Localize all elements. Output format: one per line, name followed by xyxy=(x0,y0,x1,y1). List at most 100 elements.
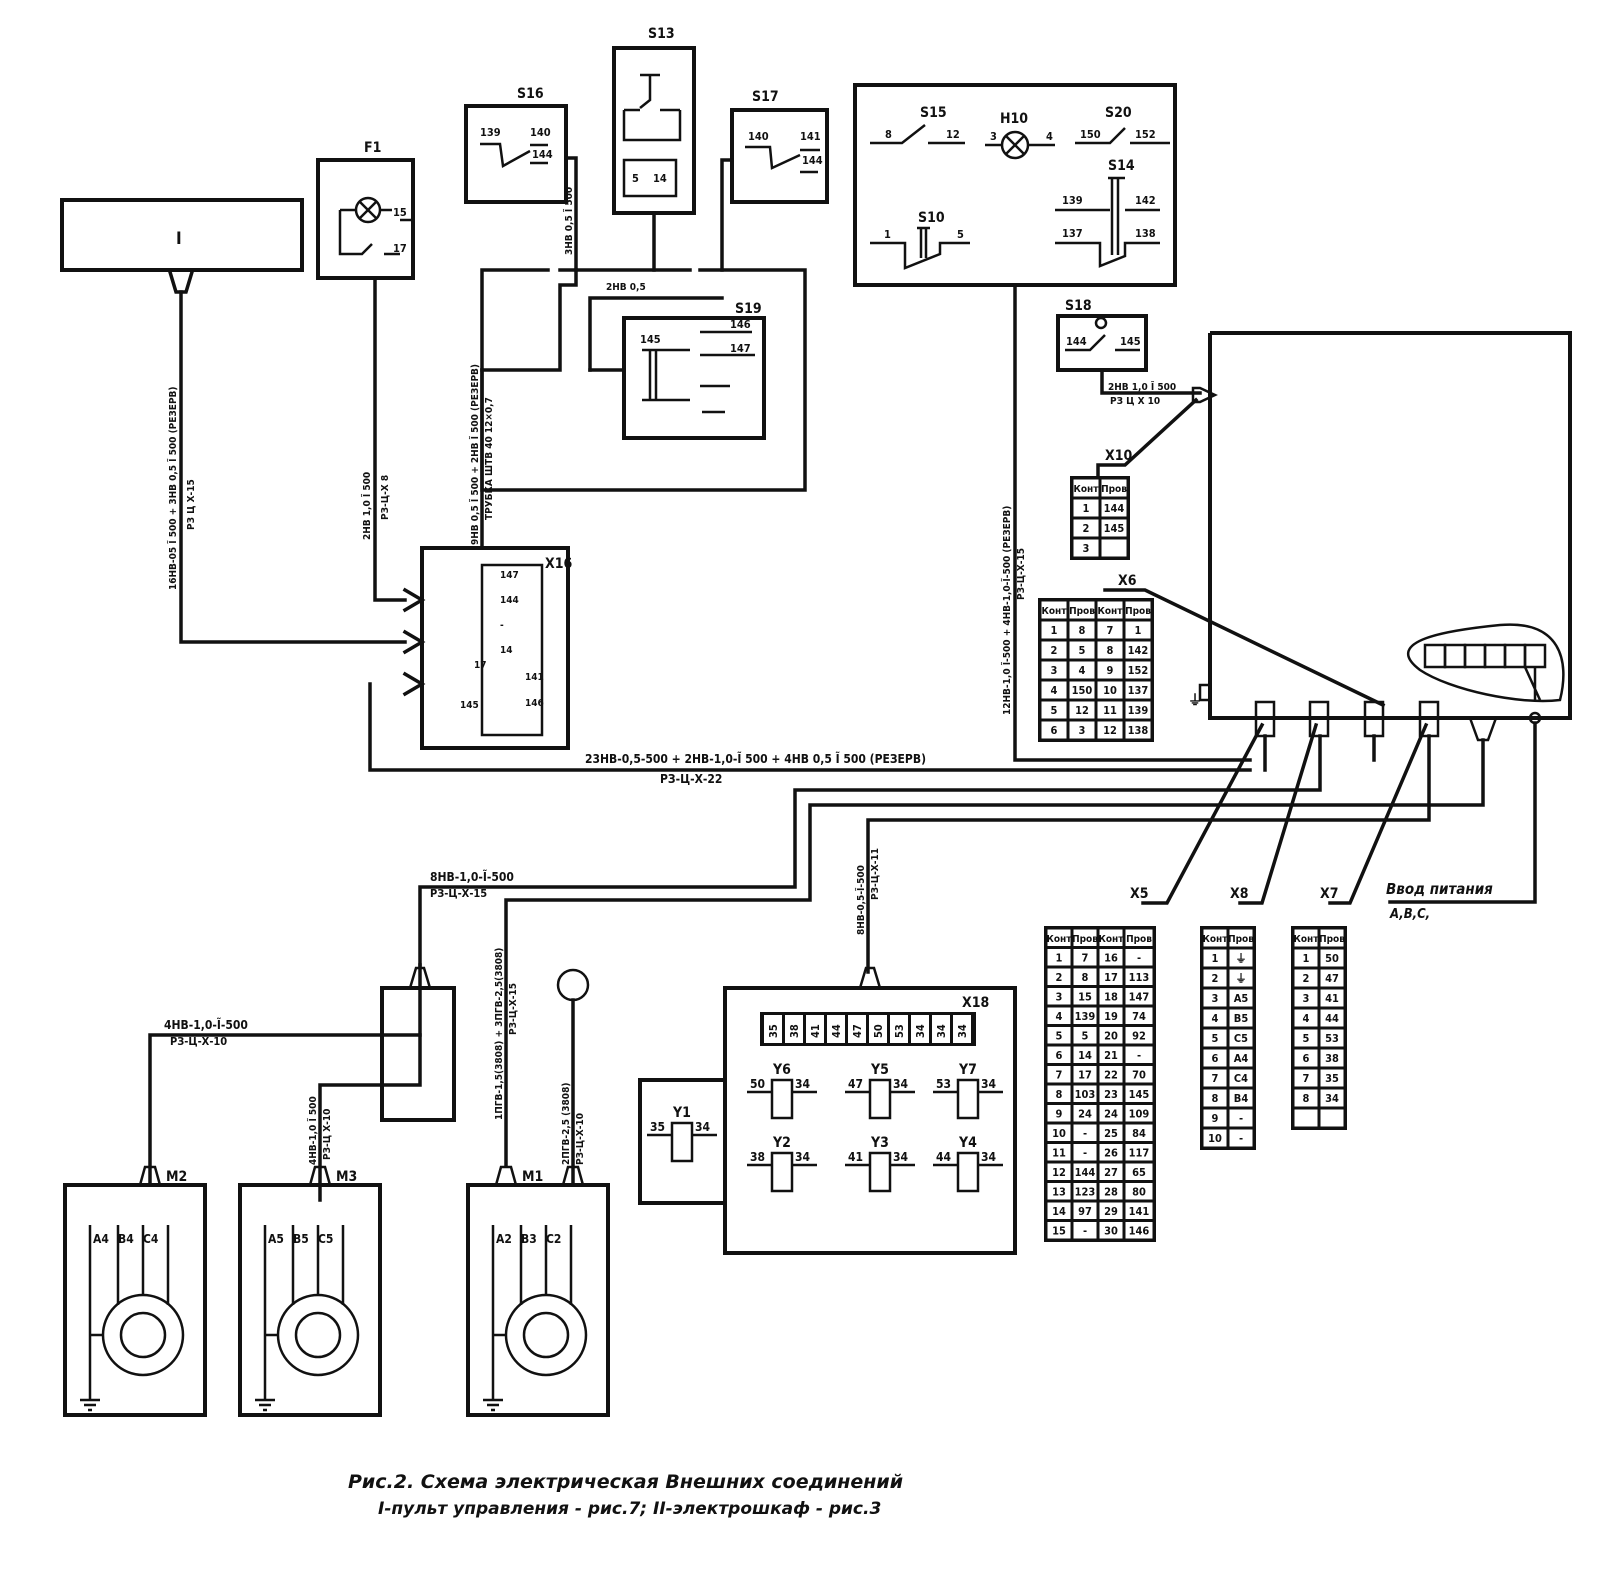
x5-label: X5 xyxy=(1130,886,1148,902)
table-cell-value: 14 xyxy=(1052,1205,1066,1218)
table-cell xyxy=(1073,1144,1097,1161)
s16-box xyxy=(464,104,568,204)
table-cell-value: 10 xyxy=(1052,1127,1066,1140)
table-cell xyxy=(1294,1109,1318,1127)
table-cell xyxy=(1073,499,1099,517)
x16-box xyxy=(420,546,570,750)
table-header: Пров xyxy=(1126,934,1152,945)
table-cell-value: 1 xyxy=(1056,951,1063,964)
h10-terminal: 4 xyxy=(1046,130,1053,143)
table-cell-value: 152 xyxy=(1128,664,1149,677)
s19-harness xyxy=(480,268,578,372)
table-cell xyxy=(1041,701,1067,719)
motor-gland xyxy=(308,1165,332,1186)
table-cell xyxy=(1320,1069,1344,1087)
table-cell xyxy=(1203,1029,1227,1047)
valve-coil-icon xyxy=(770,1078,794,1120)
table-cell-value: 147 xyxy=(1129,990,1150,1003)
valve-coil-icon xyxy=(670,1121,694,1163)
table-cell xyxy=(1203,969,1227,987)
power-input-label: Ввод питания xyxy=(1386,880,1493,898)
table-cell-value: - xyxy=(1239,1132,1243,1145)
table-cell-value: 2 xyxy=(1056,971,1063,984)
table-cell xyxy=(1101,539,1127,557)
table-cell xyxy=(1047,1007,1071,1024)
table-cell-value: 84 xyxy=(1132,1127,1146,1140)
s13-contact-block xyxy=(622,158,678,198)
x18-gland xyxy=(858,966,882,989)
table-cell-value: 139 xyxy=(1128,704,1149,717)
s14-terminal: 137 xyxy=(1062,227,1083,240)
x18-label: X18 xyxy=(962,995,989,1011)
s14-label: S14 xyxy=(1108,158,1135,174)
table-cell-value: 19 xyxy=(1104,1010,1118,1023)
table-cell xyxy=(1125,661,1151,679)
x18-pin xyxy=(932,1015,950,1043)
table-cell-value: 9 xyxy=(1107,664,1114,677)
table-cell-value: 34 xyxy=(1325,1092,1339,1105)
motor-rotor-icon xyxy=(119,1311,167,1359)
s13-box xyxy=(612,46,696,215)
table-cell-value: 13 xyxy=(1052,1185,1066,1198)
power-terminal xyxy=(1463,643,1487,669)
table-cell-value: 7 xyxy=(1303,1072,1310,1085)
table-cell xyxy=(1069,621,1095,639)
s20-switch xyxy=(1075,127,1170,145)
table-cell xyxy=(1041,641,1067,659)
valve-label: Y1 xyxy=(672,1105,691,1121)
table-cell-value: - xyxy=(1083,1146,1087,1159)
h10-terminal: 3 xyxy=(990,130,997,143)
table-cell xyxy=(1047,1163,1071,1180)
caption-subtitle: I-пульт управления - рис.7; II-электрошк… xyxy=(378,1499,881,1519)
table-cell-value: 29 xyxy=(1104,1205,1118,1218)
table-cell xyxy=(1041,681,1067,699)
table-cell-value: 65 xyxy=(1132,1166,1146,1179)
cable-c15-spec: 4НВ-1,0-Ĩ-500 xyxy=(164,1017,248,1032)
table-cell xyxy=(1047,1085,1071,1102)
motor-gland xyxy=(138,1165,162,1186)
valve-coil-icon xyxy=(956,1151,980,1193)
table-cell xyxy=(1073,1007,1097,1024)
table-cell-value: 103 xyxy=(1075,1088,1096,1101)
x18-pin xyxy=(911,1015,929,1043)
cable-c11 xyxy=(418,734,1322,967)
s18-switch xyxy=(1065,334,1140,352)
cable-c16-spec: 4НВ-1,0 Ĩ 500 xyxy=(306,1096,319,1165)
table-cell xyxy=(1294,1049,1318,1067)
table-cell-value: - xyxy=(1239,1112,1243,1125)
cable-c11-spec: 8НВ-1,0-Ĩ-500 xyxy=(430,869,514,884)
table-cell xyxy=(1125,968,1153,985)
table-cell-value: 4 xyxy=(1051,684,1058,697)
valve-label: Y7 xyxy=(958,1062,977,1078)
x10-leader xyxy=(1096,397,1199,480)
table-cell xyxy=(1125,601,1151,619)
table-header: Конт xyxy=(1203,934,1229,945)
valve-label: Y2 xyxy=(772,1135,791,1151)
table-cell xyxy=(1099,988,1123,1005)
x18-pin xyxy=(869,1015,887,1043)
table-cell xyxy=(1125,988,1153,1005)
s17-box xyxy=(730,108,829,204)
motor-rotor-icon xyxy=(522,1311,570,1359)
x18-pin-label: 53 xyxy=(893,1024,906,1038)
s15-terminal: 12 xyxy=(946,128,960,141)
motor-label: M3 xyxy=(336,1169,357,1185)
table-cell-value: 109 xyxy=(1129,1107,1150,1120)
table-cell xyxy=(1073,1163,1097,1180)
table-cell xyxy=(1041,661,1067,679)
x18-pin-label: 35 xyxy=(767,1024,780,1038)
table-cell-value: 27 xyxy=(1104,1166,1118,1179)
s19-label: S19 xyxy=(735,301,762,317)
cabinet-box xyxy=(1208,331,1572,720)
table-cell xyxy=(1229,1109,1253,1127)
cable-c15-type: РЗ-Ц-Х-10 xyxy=(170,1035,227,1048)
s19-wire-145: 145 xyxy=(640,333,661,346)
table-cell xyxy=(1294,969,1318,987)
ground-icon xyxy=(483,1398,503,1412)
table-cell-value: 44 xyxy=(1325,1012,1339,1025)
table-cell xyxy=(1073,1085,1097,1102)
h10-circuit xyxy=(985,135,1055,155)
valve-label: Y6 xyxy=(772,1062,791,1078)
table-cell-value: 139 xyxy=(1075,1010,1096,1023)
